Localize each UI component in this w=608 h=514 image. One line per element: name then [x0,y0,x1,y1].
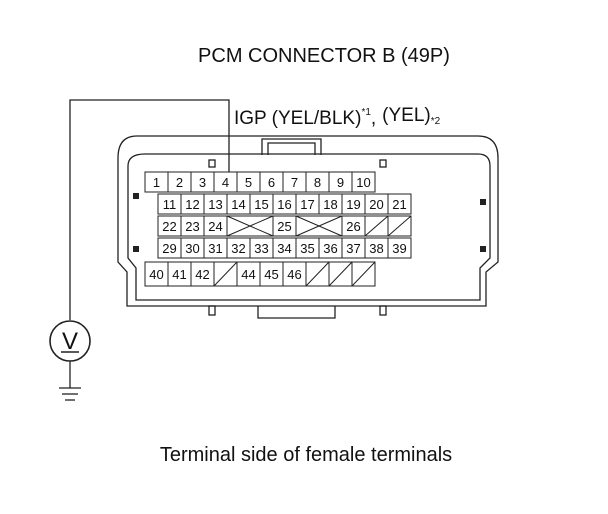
voltmeter-icon: V [49,320,91,362]
terminal-number: 29 [162,241,176,256]
signal-label-sep: , [371,108,376,129]
terminal-number: 38 [369,241,383,256]
terminal-number: 11 [163,197,177,212]
terminal-number: 30 [185,241,199,256]
unused-cavity-mark [213,261,238,287]
terminal-number: 17 [300,197,314,212]
terminal-number: 3 [199,175,206,190]
unused-cavity-mark [351,261,376,287]
unused-cavity-mark [328,261,353,287]
terminal-number: 25 [277,219,291,234]
unused-cavity-mark [364,215,389,237]
terminal-number: 44 [241,267,255,282]
signal-label-note2: *2 [431,116,441,127]
terminal-number: 2 [176,175,183,190]
terminal-number: 42 [195,267,209,282]
terminal-number: 22 [162,219,176,234]
terminal-cell [387,193,412,215]
terminal-number: 40 [149,267,163,282]
signal-label-main: IGP (YEL/BLK) [234,108,361,129]
terminal-number: 31 [208,241,222,256]
terminal-number: 20 [369,197,383,212]
terminal-number: 12 [185,197,199,212]
terminal-number: 6 [268,175,275,190]
terminal-number: 35 [300,241,314,256]
terminal-number: 10 [356,175,370,190]
connector-locks [133,193,486,252]
terminal-number: 15 [254,197,268,212]
connector-shell [117,135,499,319]
terminal-number: 34 [277,241,291,256]
terminal-number: 21 [392,197,406,212]
terminal-number: 8 [314,175,321,190]
terminal-number: 33 [254,241,268,256]
unused-cavity-mark [387,215,412,237]
terminal-number: 26 [346,219,360,234]
signal-label-alt: (YEL) [382,105,431,126]
terminal-number: 41 [172,267,186,282]
terminal-number: 4 [222,175,229,190]
terminal-number: 23 [185,219,199,234]
terminal-number: 16 [277,197,291,212]
terminal-number: 37 [346,241,360,256]
voltmeter-symbol: V [62,328,78,355]
terminal-number: 36 [323,241,337,256]
terminal-cell [387,237,412,259]
connector-title: PCM CONNECTOR B (49P) [198,45,450,67]
terminal-number: 45 [264,267,278,282]
terminal-number: 32 [231,241,245,256]
terminal-number: 24 [208,219,222,234]
terminal-number: 5 [245,175,252,190]
probe-wire [69,99,230,320]
terminal-number: 9 [337,175,344,190]
ground-icon [59,361,81,401]
terminal-cell [351,171,376,193]
terminal-number: 18 [323,197,337,212]
terminal-number: 39 [392,241,406,256]
terminal-number: 46 [287,267,301,282]
terminal-number: 13 [208,197,222,212]
terminal-number: 19 [346,197,360,212]
unused-cavity-mark [305,261,330,287]
empty-cavity-mark [295,215,343,237]
signal-label-note1: *1 [361,107,371,118]
terminal-number: 1 [153,175,160,190]
terminal-number: 14 [231,197,245,212]
empty-cavity-mark [226,215,274,237]
signal-label: IGP (YEL/BLK)*1, (YEL)*2 [234,105,441,129]
diagram-caption: Terminal side of female terminals [160,444,452,466]
terminal-number: 7 [291,175,298,190]
